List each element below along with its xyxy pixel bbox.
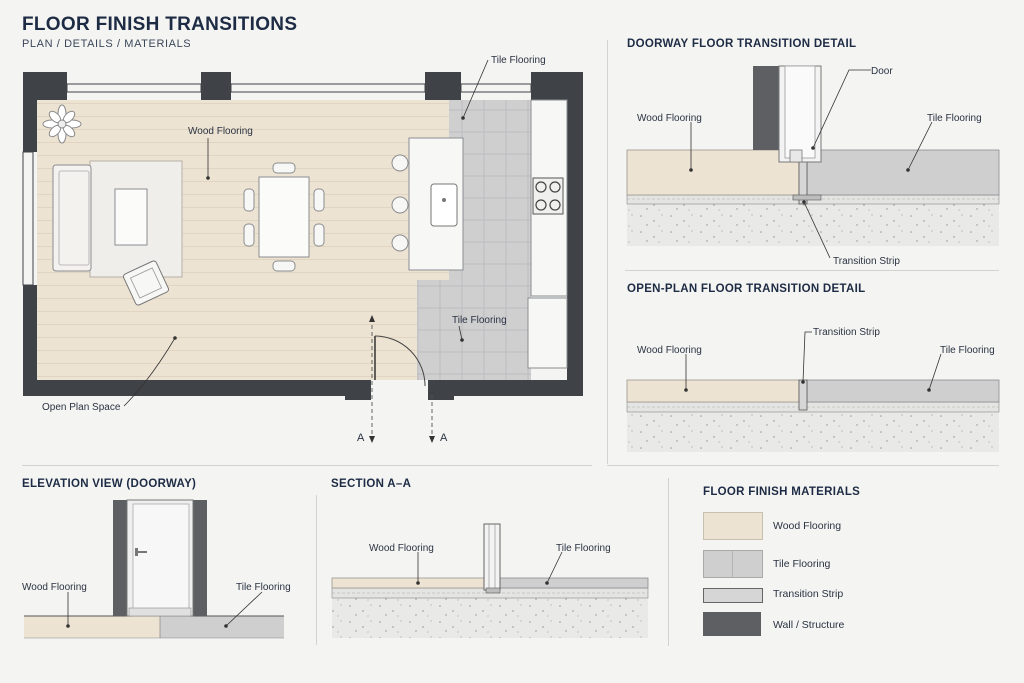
legend-item-strip: Transition Strip	[703, 586, 1003, 606]
plan-label-tile-top: Tile Flooring	[491, 55, 546, 66]
horizontal-divider-middle	[607, 465, 999, 466]
elevation-drawing: Wood Flooring Tile Flooring	[22, 499, 291, 639]
section-aa-title: SECTION A–A	[331, 478, 412, 490]
legend-swatch-wall	[703, 612, 761, 636]
section-marker-left: A	[357, 432, 365, 444]
elevation-label-tile: Tile Flooring	[236, 582, 291, 593]
legend-label-strip: Transition Strip	[773, 588, 844, 600]
horizontal-divider-left	[22, 465, 592, 466]
legend-label-wood: Wood Flooring	[773, 520, 842, 532]
legend-swatch-wood	[703, 512, 763, 540]
legend-title: FLOOR FINISH MATERIALS	[703, 486, 861, 498]
plan-label-wood: Wood Flooring	[188, 126, 253, 137]
legend-item-wall: Wall / Structure	[703, 612, 1003, 640]
doorway-label-wood: Wood Flooring	[637, 113, 702, 124]
openplan-label-tile: Tile Flooring	[940, 345, 995, 356]
legend-swatch-strip	[703, 588, 763, 603]
page-subtitle: PLAN / DETAILS / MATERIALS	[22, 38, 192, 50]
tile-floor-area	[417, 100, 531, 380]
openplan-detail-title: OPEN-PLAN FLOOR TRANSITION DETAIL	[627, 283, 866, 295]
doorway-label-door: Door	[871, 66, 893, 77]
elevation-title: ELEVATION VIEW (DOORWAY)	[22, 478, 197, 490]
section-aa-drawing: Wood Flooring Tile Flooring	[331, 523, 649, 638]
openplan-label-strip: Transition Strip	[813, 327, 880, 338]
floor-plan: Wood Flooring Tile Flooring Tile Floorin…	[22, 55, 583, 444]
legend-label-wall: Wall / Structure	[773, 619, 845, 631]
plan-walls	[23, 72, 583, 400]
doorway-detail-title: DOORWAY FLOOR TRANSITION DETAIL	[627, 38, 857, 50]
bottom-divider-1	[316, 495, 317, 645]
plan-label-open-plan: Open Plan Space	[42, 402, 121, 413]
doorway-detail-drawing: Door Wood Flooring Tile Flooring Transit…	[626, 65, 1000, 267]
openplan-detail-drawing: Transition Strip Wood Flooring Tile Floo…	[626, 327, 1000, 452]
section-label-tile: Tile Flooring	[556, 543, 611, 554]
horizontal-divider-right	[625, 270, 999, 271]
legend-item-tile: Tile Flooring	[703, 550, 1003, 578]
section-marker-right: A	[440, 432, 448, 444]
doorway-label-tile: Tile Flooring	[927, 113, 982, 124]
doorway-label-strip: Transition Strip	[833, 256, 900, 267]
elevation-label-wood: Wood Flooring	[22, 582, 87, 593]
plant-icon	[42, 104, 82, 144]
page-title: FLOOR FINISH TRANSITIONS	[22, 14, 298, 35]
legend-item-wood: Wood Flooring	[703, 512, 1003, 540]
vertical-divider	[607, 40, 608, 464]
section-label-wood: Wood Flooring	[369, 543, 434, 554]
plan-label-tile-mid: Tile Flooring	[452, 315, 507, 326]
legend-swatch-tile	[703, 550, 763, 578]
legend-label-tile: Tile Flooring	[773, 558, 831, 570]
bottom-divider-2	[668, 478, 669, 646]
openplan-label-wood: Wood Flooring	[637, 345, 702, 356]
